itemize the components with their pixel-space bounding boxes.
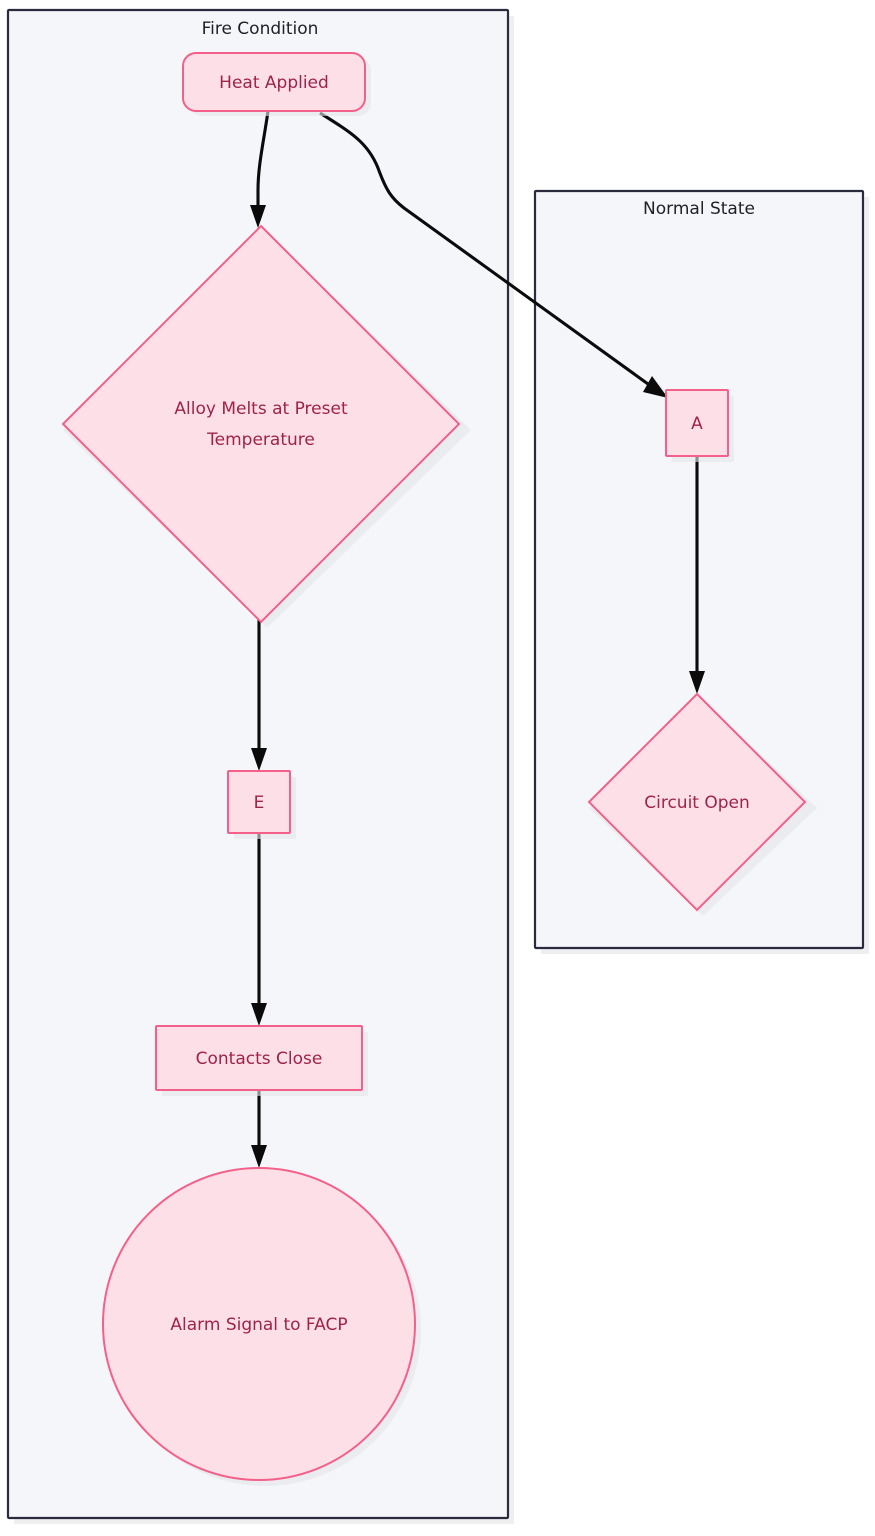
node-contacts-close-label: Contacts Close bbox=[196, 1049, 323, 1069]
node-e[interactable]: E bbox=[227, 770, 296, 839]
edge-alloy-to-e bbox=[251, 620, 267, 771]
node-a-shape[interactable] bbox=[665, 389, 729, 457]
node-alarm-signal-label: Alarm Signal to FACP bbox=[170, 1315, 347, 1335]
node-alarm-signal[interactable]: Alarm Signal to FACP bbox=[102, 1167, 421, 1486]
node-alloy-melts-label-line1: Alloy Melts at Preset bbox=[174, 399, 348, 419]
cluster-normal-state-label: Normal State bbox=[643, 199, 755, 219]
edge-e-to-contacts bbox=[251, 834, 267, 1026]
node-contacts-close-shape[interactable] bbox=[155, 1025, 363, 1091]
edge-e-to-contacts-arrowhead bbox=[251, 1003, 267, 1026]
edge-contacts-to-alarm-arrowhead bbox=[251, 1145, 267, 1168]
edge-heat-to-a-path bbox=[319, 111, 649, 386]
node-circuit-open-shape[interactable] bbox=[587, 692, 807, 912]
cluster-normal-state-rect[interactable] bbox=[533, 189, 865, 950]
node-circuit-open-label: Circuit Open bbox=[644, 793, 750, 813]
node-e-shape[interactable] bbox=[227, 770, 291, 834]
node-heat-applied-shape[interactable] bbox=[182, 52, 366, 112]
cluster-normal-state: Normal State bbox=[533, 189, 869, 954]
edge-contacts-to-alarm bbox=[251, 1090, 267, 1168]
edge-heat-to-a bbox=[319, 111, 668, 398]
node-alarm-signal-shape[interactable] bbox=[102, 1167, 416, 1481]
node-alloy-melts[interactable]: Alloy Melts at Preset Temperature bbox=[61, 224, 471, 628]
node-contacts-close[interactable]: Contacts Close bbox=[155, 1025, 368, 1096]
edge-heat-to-alloy-arrowhead bbox=[250, 205, 266, 228]
edge-heat-to-a-arrowhead bbox=[643, 376, 668, 398]
node-a-label: A bbox=[691, 414, 703, 434]
edge-heat-to-alloy bbox=[250, 110, 270, 228]
node-alloy-melts-shape[interactable] bbox=[61, 224, 461, 624]
edge-alloy-to-e-arrowhead bbox=[251, 748, 267, 771]
node-alloy-melts-label-line2: Temperature bbox=[206, 430, 315, 450]
node-heat-applied[interactable]: Heat Applied bbox=[182, 52, 371, 116]
node-a[interactable]: A bbox=[665, 389, 734, 462]
edge-a-to-circuit-arrowhead bbox=[689, 671, 705, 694]
edge-heat-to-alloy-path bbox=[256, 110, 270, 205]
edge-a-to-circuit bbox=[689, 456, 705, 694]
cluster-fire-condition-label: Fire Condition bbox=[202, 19, 319, 39]
node-e-label: E bbox=[254, 793, 265, 813]
node-circuit-open[interactable]: Circuit Open bbox=[587, 692, 817, 916]
node-heat-applied-label: Heat Applied bbox=[219, 73, 329, 93]
